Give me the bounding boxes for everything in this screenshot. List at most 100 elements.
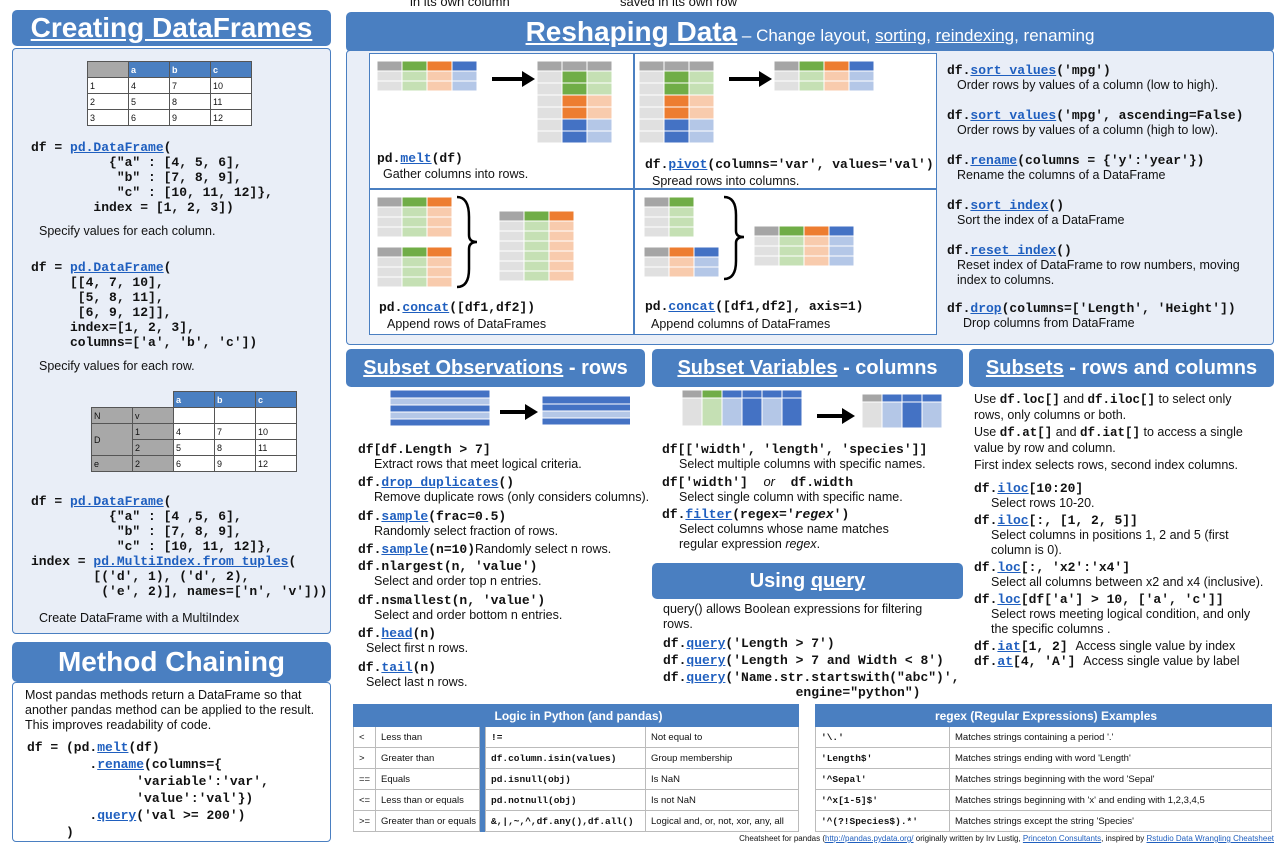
list-item: df.nsmallest(n, 'value') Select and orde… [358,593,563,622]
concat-cols-code: pd.concat([df1,df2], axis=1) [645,299,864,314]
list-item: df.sample(frac=0.5) Randomly select frac… [358,509,559,538]
subset-vars-header: Subset Variables - columns [652,349,963,387]
link-query-1[interactable]: query [686,636,726,651]
link-iloc-cols[interactable]: iloc [997,513,1029,528]
concat-brace-1 [456,195,478,289]
link-sort-index[interactable]: sort_index [970,198,1049,213]
pivot-illustration [639,60,875,144]
subsets-header: Subsets - rows and columns [969,349,1274,387]
footer-link-rstudio[interactable]: Rstudio Data Wrangling Cheatsheet [1146,834,1274,843]
link-sort-values[interactable]: sort_values [970,63,1057,78]
melt-wide-table [377,60,478,92]
subset-obs-list: df[df.Length > 7] Extract rows that meet… [358,442,658,690]
footer: Cheatsheet for pandas (http://pandas.pyd… [739,834,1274,843]
pivot-desc: Spread rows into columns. [652,174,800,188]
link-query-2[interactable]: query [686,653,726,668]
footer-link-pandas[interactable]: http://pandas.pydata.org/ [825,834,914,843]
reshape-item: df.sort_values('mpg', ascending=False) O… [947,108,1244,137]
reshaping-title: Reshaping Data [525,16,738,47]
reshape-item: df.sort_values('mpg') Order rows by valu… [947,63,1219,92]
table-row: 'Length$'Matches strings ending with wor… [815,747,1272,769]
link-drop-duplicates[interactable]: drop_duplicates [381,475,499,490]
list-item: df.sample(n=10)Randomly select n rows. [358,542,612,557]
footer-link-princeton[interactable]: Princeton Consultants [1022,834,1102,843]
logic-table: Logic in Python (and pandas) <Less than!… [353,704,799,832]
chaining-code: df = (pd.melt(df) .rename(columns={ 'var… [27,740,269,840]
reshaping-right-list: df.sort_values('mpg') Order rows by valu… [947,63,1267,331]
link-melt-chain[interactable]: melt [97,740,129,755]
subset-vars-list: df[['width', 'length', 'species']] Selec… [662,442,928,551]
creating-title: Creating DataFrames [30,12,313,43]
subset-vars-illustration [682,390,943,429]
concat-cols-result [753,225,855,267]
table-row: '^(?!Species$).*'Matches strings except … [815,810,1272,832]
reshape-item: df.drop(columns=['Length', 'Height']) Dr… [947,301,1236,330]
query-header: Using query [652,563,963,599]
reshaping-header: Reshaping Data – Change layout, sorting,… [346,12,1274,52]
top-fragment-2: saved in its own row [620,0,738,9]
link-query-chain[interactable]: query [97,808,137,823]
link-pd-dataframe-2[interactable]: pd.DataFrame [70,260,164,275]
chaining-title: Method Chaining [57,646,286,677]
link-multiindex[interactable]: pd.MultiIndex.from_tuples [93,554,289,569]
melt-code: pd.melt(df) [377,151,463,166]
desc-multiindex: Create DataFrame with a MultiIndex [39,611,240,625]
link-pivot[interactable]: pivot [668,157,708,172]
concat-df1 [377,196,453,238]
link-iat[interactable]: iat [997,639,1021,654]
chaining-header: Method Chaining [12,642,331,682]
code-dataframe-multiindex: df = pd.DataFrame( {"a" : [4 ,5, 6], "b"… [31,494,328,599]
reshaping-panel: pd.melt(df) Gather columns into rows. [346,50,1274,345]
concat-cols-desc: Append columns of DataFrames [651,317,831,331]
melt-long-table [536,60,613,144]
table-row: '\.'Matches strings containing a period … [815,726,1272,748]
link-melt[interactable]: melt [400,151,432,166]
concat-cols-brace [723,195,745,281]
list-item: df[df.Length > 7] Extract rows that meet… [358,442,582,471]
reshape-item: df.rename(columns = {'y':'year'}) Rename… [947,153,1205,182]
pivot-wide-table [773,60,875,92]
link-at[interactable]: at [997,654,1014,669]
concat-cols-illustration [644,195,855,281]
link-head[interactable]: head [381,626,413,641]
reshape-item: df.reset_index() Reset index of DataFram… [947,243,1240,287]
pivot-long-table [639,60,715,144]
link-pd-dataframe-3[interactable]: pd.DataFrame [70,494,164,509]
pivot-code: df.pivot(columns='var', values='val') [645,157,934,172]
list-item: df.drop_duplicates() Remove duplicate ro… [358,475,650,504]
link-reset-index[interactable]: reset_index [970,243,1057,258]
link-sample-frac[interactable]: sample [381,509,429,524]
link-pd-dataframe[interactable]: pd.DataFrame [70,140,164,155]
concat-df2 [377,246,453,288]
concat-result [498,210,575,282]
link-sort-values-desc[interactable]: sort_values [970,108,1057,123]
concat-rows-illustration [377,195,575,289]
link-filter[interactable]: filter [685,507,733,522]
link-drop[interactable]: drop [970,301,1002,316]
link-rename[interactable]: rename [970,153,1018,168]
concat-rows-desc: Append rows of DataFrames [387,317,547,331]
chaining-panel: Most pandas methods return a DataFrame s… [12,682,331,842]
melt-illustration [377,60,613,144]
link-query-3[interactable]: query [686,670,726,685]
desc-values-column: Specify values for each column. [39,224,216,238]
link-loc-cond[interactable]: loc [997,592,1021,607]
link-rename-chain[interactable]: rename [97,757,145,772]
top-fragment: in its own column saved in its own row [410,0,737,9]
link-loc-range[interactable]: loc [997,560,1021,575]
subset-obs-illustration [390,390,630,427]
list-item: df.nlargest(n, 'value') Select and order… [358,559,542,588]
link-sample-n[interactable]: sample [381,542,429,557]
link-tail[interactable]: tail [381,660,413,675]
link-iloc-rows[interactable]: iloc [997,481,1029,496]
concat-cols-df2 [644,246,720,278]
desc-values-row: Specify values for each row. [39,359,195,373]
concat-rows-code: pd.concat([df1,df2]) [379,300,536,315]
link-concat-rows[interactable]: concat [402,300,450,315]
link-concat-cols[interactable]: concat [668,299,716,314]
